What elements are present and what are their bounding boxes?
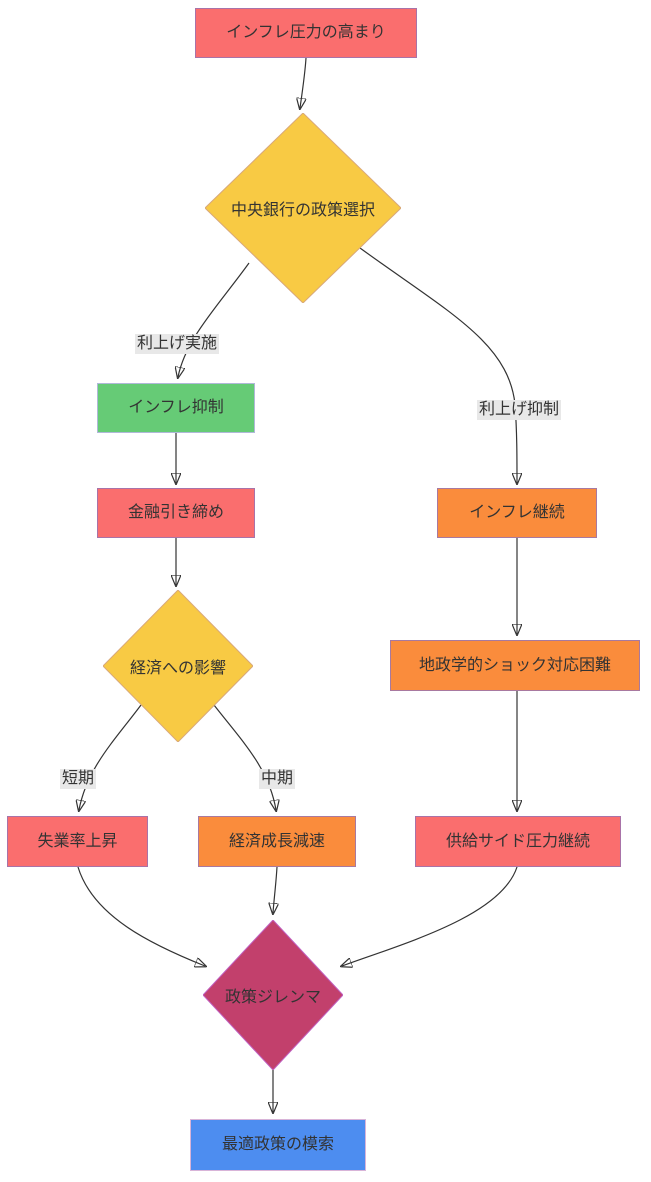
- diamond-shape: [205, 113, 401, 303]
- node-economic-impact: 経済への影響: [103, 590, 253, 742]
- node-monetary-tightening: 金融引き締め: [97, 488, 255, 538]
- edge-label-short-term: 短期: [59, 769, 97, 789]
- node-policy-dilemma-label: 政策ジレンマ: [224, 989, 321, 1006]
- node-inflation-pressure: インフレ圧力の高まり: [195, 8, 417, 58]
- edge-label-rate-restraint: 利上げ抑制: [476, 400, 562, 420]
- node-economic-impact-label: 経済への影響: [129, 660, 226, 677]
- edge-pressure-to-choice: [300, 57, 307, 108]
- edge-supply-to-dilemma: [342, 866, 518, 966]
- edge-unemployment-to-dilemma: [77, 866, 205, 966]
- node-geopolitical-shock: 地政学的ショック対応困難: [390, 640, 640, 691]
- node-growth-slowdown: 経済成長減速: [198, 816, 356, 867]
- node-policy-choice: 中央銀行の政策選択: [205, 113, 401, 303]
- edge-label-mid-term: 中期: [258, 769, 296, 789]
- diamond-shape: [103, 590, 253, 742]
- node-unemployment-rise: 失業率上昇: [7, 816, 148, 867]
- diamond-shape: [203, 920, 343, 1070]
- node-optimal-policy: 最適政策の模索: [190, 1119, 366, 1171]
- edge-slowdown-to-dilemma: [273, 866, 277, 913]
- node-supply-pressure: 供給サイド圧力継続: [415, 816, 621, 867]
- node-policy-dilemma: 政策ジレンマ: [203, 920, 343, 1070]
- node-inflation-continues: インフレ継続: [437, 488, 597, 538]
- edge-label-rate-hike: 利上げ実施: [134, 334, 220, 354]
- node-policy-choice-label: 中央銀行の政策選択: [230, 202, 375, 219]
- node-inflation-control: インフレ抑制: [97, 383, 255, 433]
